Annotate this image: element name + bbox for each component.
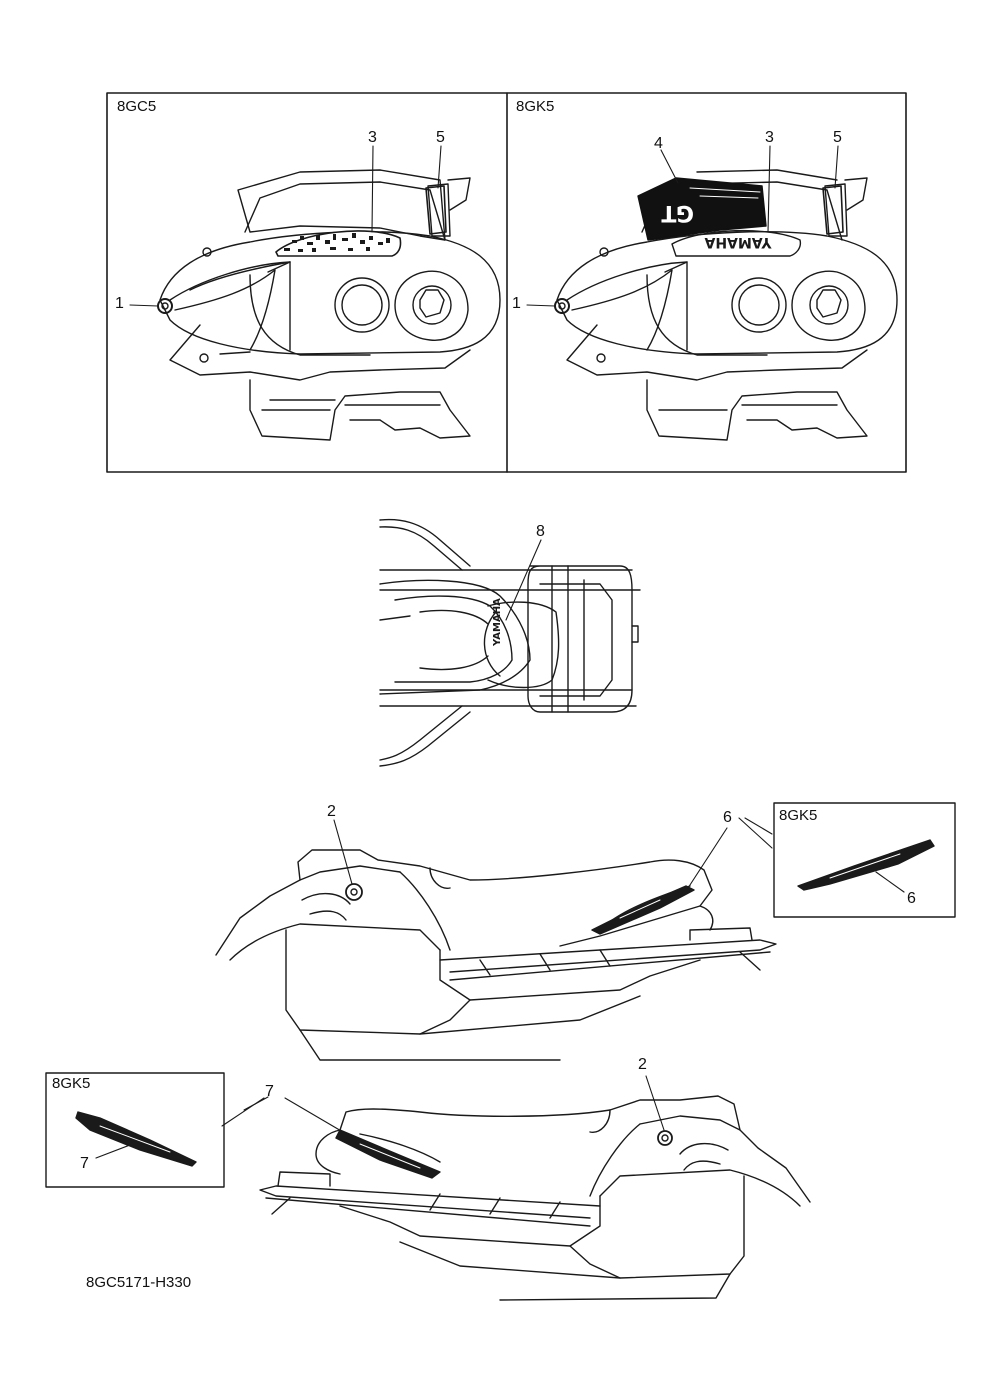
inset-box-6 [773,802,956,918]
drawing-code: 8GC5171-H330 [86,1274,192,1291]
callout-6-box: 6 [907,890,916,907]
leaders-top-right [526,145,839,307]
decal-6-detail [797,839,935,891]
callout-2-side2: 2 [638,1056,647,1073]
callout-5-left: 5 [436,129,445,146]
callout-3-right: 3 [765,129,774,146]
callout-6-side1: 6 [723,809,732,826]
callout-8: 8 [536,523,545,540]
callout-5-right: 5 [833,129,842,146]
decal-3-8gk5 [671,229,802,257]
craft-side-view-right [215,849,777,1061]
variant-label-8gk5-top: 8GK5 [516,98,555,115]
leader-box-7 [95,1144,131,1159]
callout-2-side1: 2 [327,803,336,820]
leaders-top-left [129,145,442,307]
callout-4-right: 4 [654,135,663,152]
craft-front-view-8gk5 [554,169,898,441]
seat-top-view [379,518,641,767]
craft-side-view-left [259,1095,811,1301]
variant-label-8gk5-box6: 8GK5 [779,807,818,824]
leaders-side2 [221,1075,665,1143]
inset-box-7 [45,1072,225,1188]
callout-7-side2: 7 [265,1083,274,1100]
callout-1-left: 1 [115,295,124,312]
craft-front-view-8gc5 [157,169,501,441]
callout-3-left: 3 [368,129,377,146]
decal-6-on-craft [591,885,695,935]
variant-label-8gk5-box7: 8GK5 [52,1075,91,1092]
leaders-side1 [333,817,773,889]
variant-label-8gc5: 8GC5 [117,98,157,115]
leader-8 [505,539,542,621]
leader-box-6 [875,871,905,893]
callout-1-right: 1 [512,295,521,312]
decal-8-text: YAMAHA [492,598,503,647]
callout-7-box: 7 [80,1155,89,1172]
decal-4-text: GT [661,200,694,225]
decal-3-yamaha-text: YAMAHA [704,234,772,250]
decal-3-pattern [284,233,390,252]
